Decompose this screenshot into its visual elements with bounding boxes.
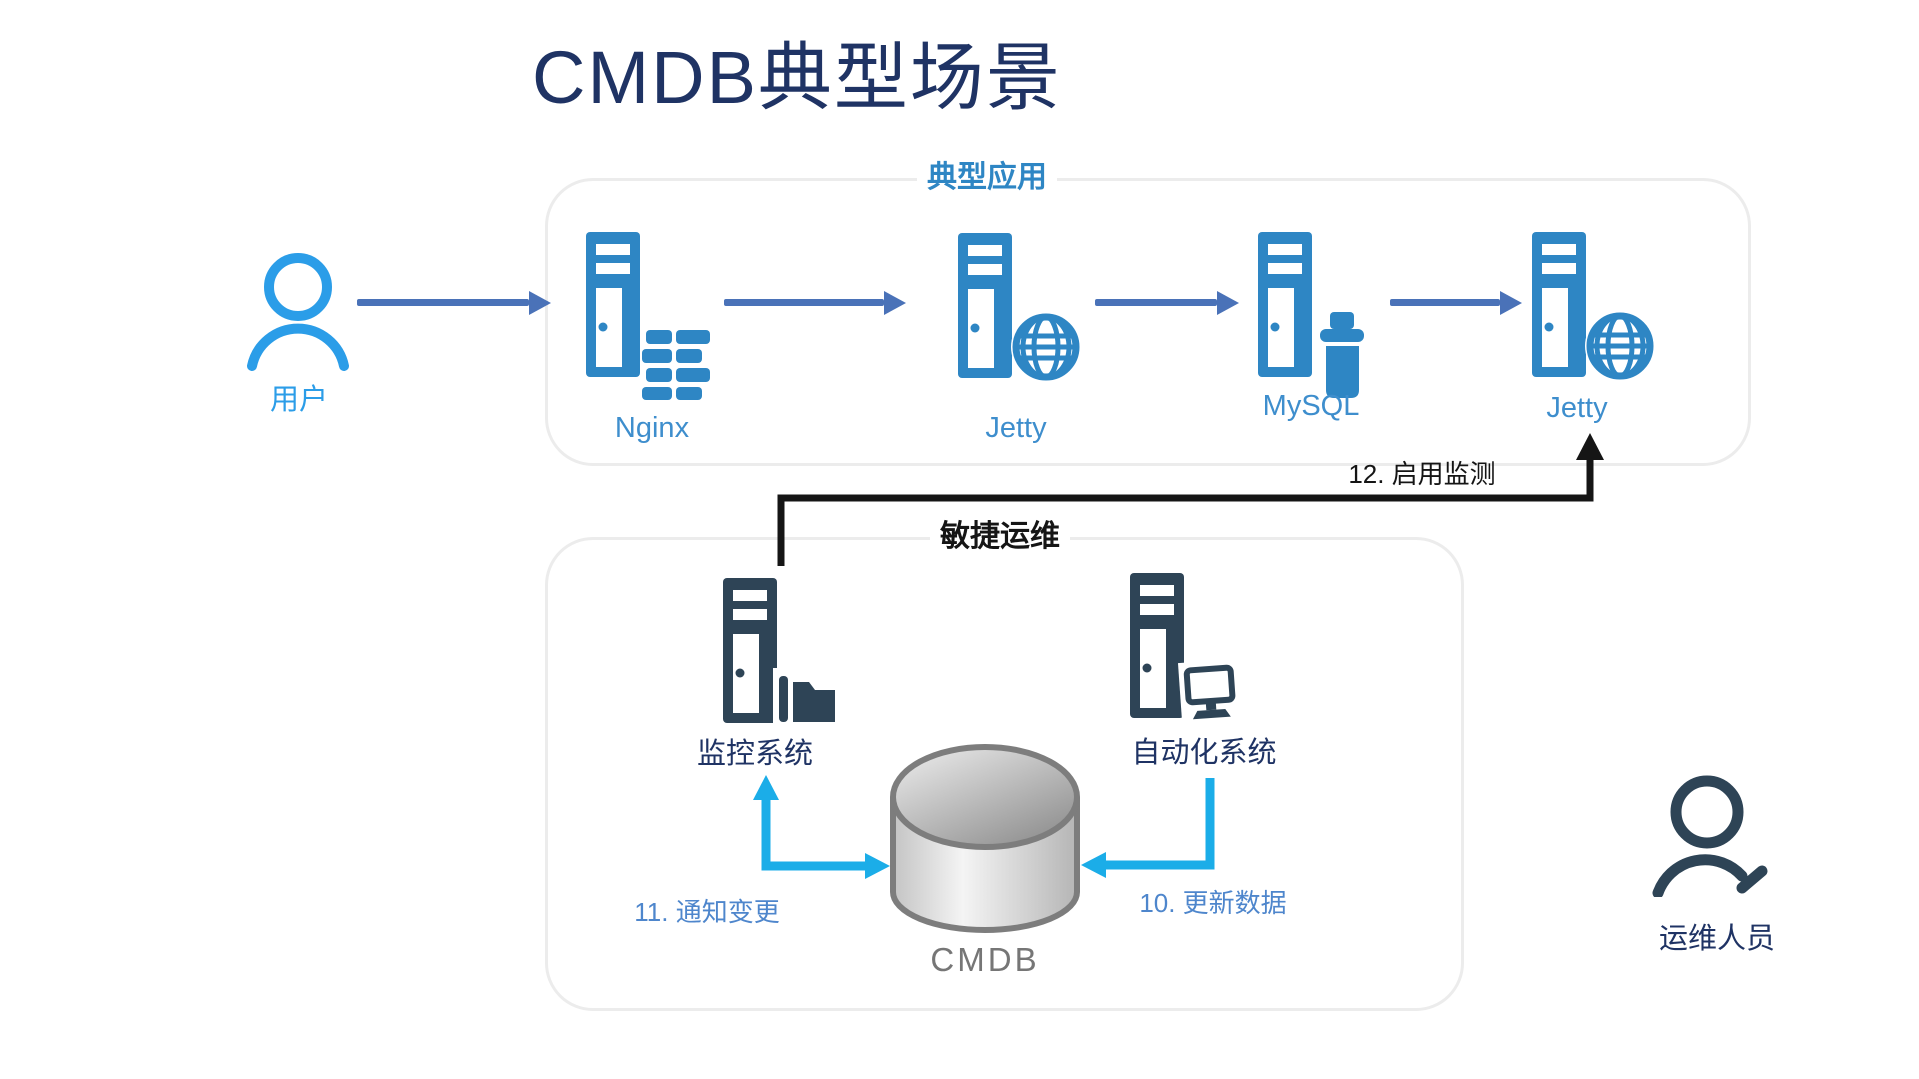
jetty-web-server-icon <box>958 233 1081 382</box>
arrow-mysql-to-jetty <box>1390 299 1500 306</box>
operator-label: 运维人员 <box>1658 923 1776 955</box>
arrow-jetty-to-mysql <box>1095 299 1217 306</box>
automation-server-icon <box>1130 573 1245 726</box>
monitoring-server-icon <box>723 578 839 728</box>
automation-label: 自动化系统 <box>1131 737 1277 769</box>
group-label-agile-operations: 敏捷运维 <box>930 520 1070 554</box>
monitoring-label: 监控系统 <box>696 738 814 770</box>
cmdb-database-cylinder-icon <box>890 744 1080 933</box>
globe-icon <box>1011 312 1081 382</box>
jetty-app-label: Jetty <box>1546 392 1608 424</box>
folder-icon <box>773 668 839 728</box>
mysql-server-icon <box>1258 232 1368 404</box>
group-label-typical-application: 典型应用 <box>917 161 1057 195</box>
firewall-bricks-icon <box>642 330 710 400</box>
operator-person-icon <box>1652 775 1768 897</box>
update-data-arrow <box>1081 778 1215 878</box>
user-person-icon <box>247 253 349 371</box>
trash-bin-icon <box>1314 304 1368 404</box>
enable-monitoring-arrow <box>777 433 1604 566</box>
jetty-web-label: Jetty <box>985 412 1047 444</box>
jetty-app-server-icon <box>1532 232 1655 381</box>
monitor-icon <box>1177 658 1245 726</box>
nginx-label: Nginx <box>614 412 690 444</box>
notify-change-label: 11. 通知变更 <box>634 897 780 927</box>
page-title: CMDB典型场景 <box>532 36 1062 119</box>
mysql-label: MySQL <box>1262 390 1360 422</box>
cmdb-label: CMDB <box>930 941 1040 978</box>
globe-icon <box>1585 311 1655 381</box>
user-label: 用户 <box>269 384 329 416</box>
notify-change-arrow <box>753 775 890 879</box>
update-data-label: 10. 更新数据 <box>1139 888 1287 918</box>
arrow-user-to-nginx <box>357 299 529 306</box>
nginx-server-icon <box>586 232 710 400</box>
arrow-nginx-to-jetty <box>724 299 884 306</box>
enable-monitoring-label: 12. 启用监测 <box>1348 459 1496 489</box>
